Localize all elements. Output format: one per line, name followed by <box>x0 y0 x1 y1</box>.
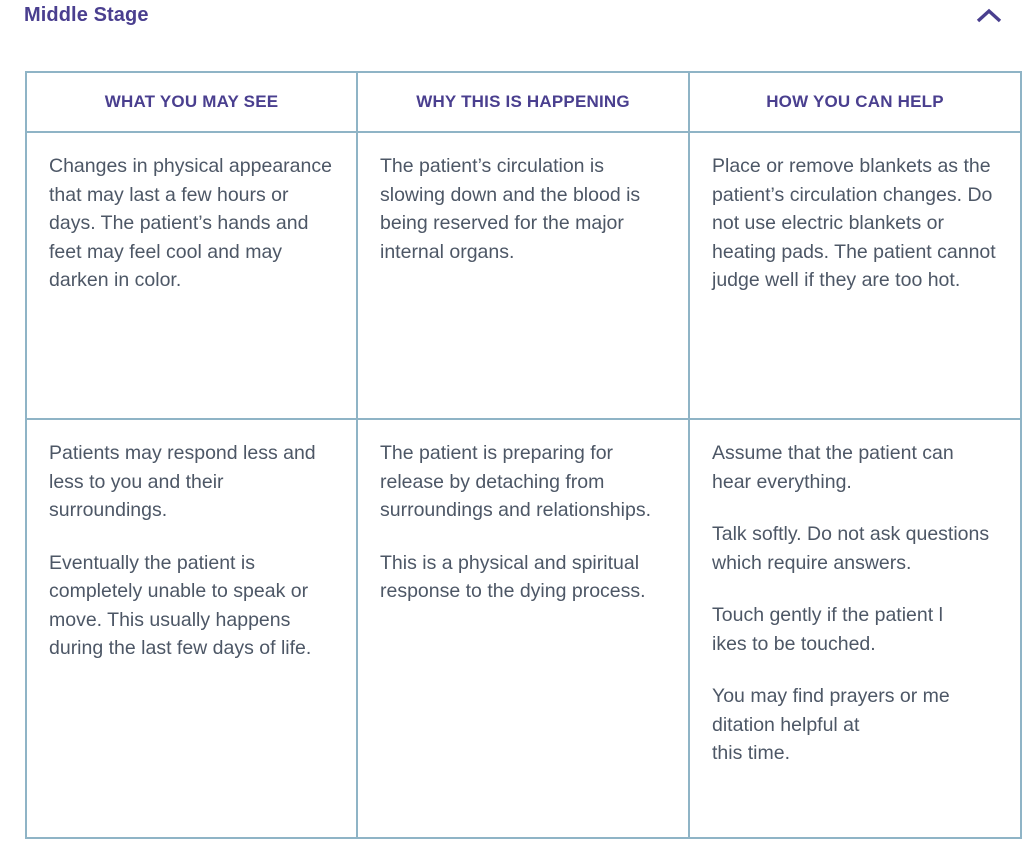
cell-paragraph: This is a physical and spiritual respons… <box>380 551 646 603</box>
cell-paragraph: You may find prayers or me ditation help… <box>712 685 950 764</box>
column-header-how-you-can-help: HOW YOU CAN HELP <box>688 71 1022 133</box>
cell-paragraph: Talk softly. Do not ask questions which … <box>712 523 990 574</box>
cell-paragraph: Changes in physical appearance that may … <box>49 155 332 291</box>
cell-how-you-can-help: Assume that the patient can hear everyth… <box>688 418 1022 839</box>
cell-paragraph: The patient is preparing for release by … <box>380 442 652 521</box>
middle-stage-table: WHAT YOU MAY SEE WHY THIS IS HAPPENING H… <box>25 71 1022 839</box>
cell-paragraph: Assume that the patient can hear everyth… <box>712 442 954 493</box>
section-header-middle-stage[interactable]: Middle Stage <box>0 0 1024 60</box>
table-row: Patients may respond less and less to yo… <box>25 418 1022 839</box>
page-title: Middle Stage <box>24 4 149 26</box>
cell-why-this-is-happening: The patient’s circulation is slowing dow… <box>356 131 690 420</box>
table-row: Changes in physical appearance that may … <box>25 131 1022 420</box>
table-header-row: WHAT YOU MAY SEE WHY THIS IS HAPPENING H… <box>25 71 1022 133</box>
chevron-up-icon[interactable] <box>972 2 1006 30</box>
column-header-why-this-is-happening: WHY THIS IS HAPPENING <box>356 71 690 133</box>
cell-why-this-is-happening: The patient is preparing for release by … <box>356 418 690 839</box>
cell-paragraph: Place or remove blankets as the patient’… <box>712 155 996 291</box>
cell-paragraph: The patient’s circulation is slowing dow… <box>380 155 641 263</box>
table-body: Changes in physical appearance that may … <box>25 131 1022 839</box>
cell-what-you-may-see: Patients may respond less and less to yo… <box>25 418 358 839</box>
cell-how-you-can-help: Place or remove blankets as the patient’… <box>688 131 1022 420</box>
cell-paragraph: Patients may respond less and less to yo… <box>49 442 316 521</box>
cell-paragraph: Eventually the patient is completely una… <box>49 551 312 660</box>
column-header-what-you-may-see: WHAT YOU MAY SEE <box>25 71 358 133</box>
cell-what-you-may-see: Changes in physical appearance that may … <box>25 131 358 420</box>
cell-paragraph: Touch gently if the patient l ikes to be… <box>712 604 943 655</box>
table-header: WHAT YOU MAY SEE WHY THIS IS HAPPENING H… <box>25 71 1022 133</box>
